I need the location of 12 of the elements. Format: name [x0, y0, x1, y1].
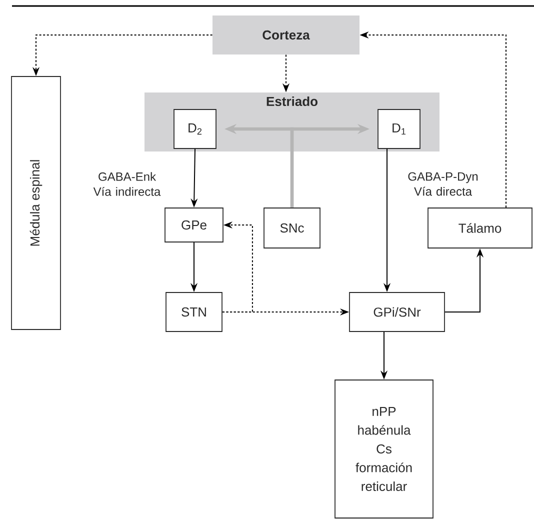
process-box: D$_{1}$ [378, 109, 420, 149]
process-box: SNc [264, 208, 320, 248]
process-box: GPe [164, 208, 224, 242]
edge-label: GABA-Enk Vía indirecta [93, 172, 161, 196]
edge-label: GABA-P-Dyn Vía directa [408, 172, 478, 196]
target-box: nPP habénula Cs formación reticular [334, 380, 434, 518]
process-box: Tálamo [428, 208, 532, 248]
process-box: STN [166, 292, 222, 332]
process-box: D$_{2}$ [174, 109, 216, 149]
process-box: GPi/SNr [349, 292, 445, 332]
region-box: Corteza [212, 16, 360, 54]
region-box: Médula espinal [11, 76, 61, 330]
